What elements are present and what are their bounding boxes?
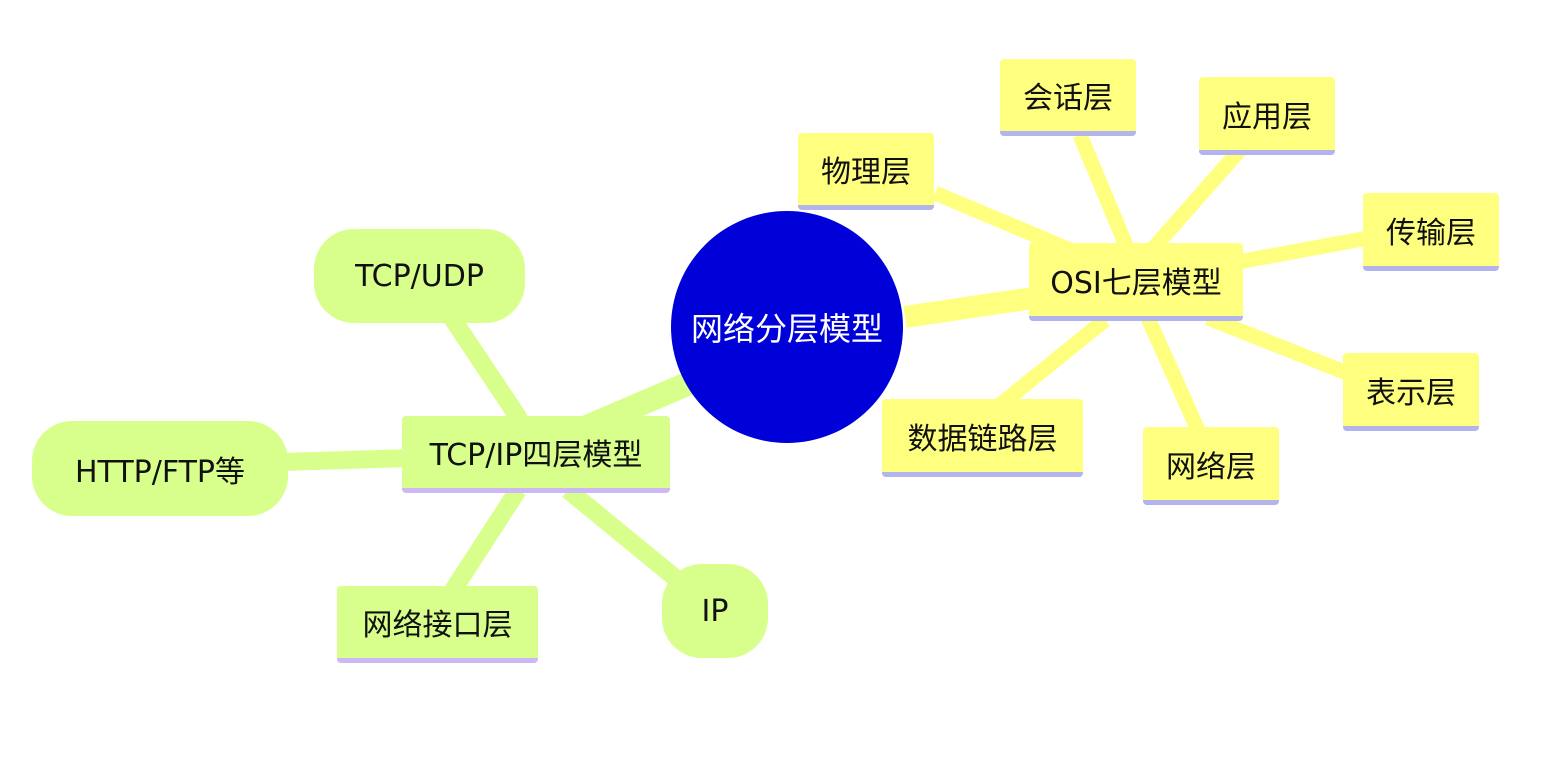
edge-tcpip-to-tcpip-internet (562, 483, 696, 597)
node-osi-physical[interactable]: 物理层 (798, 133, 934, 210)
node-osi[interactable]: OSI七层模型 (1029, 243, 1243, 321)
node-osi-network[interactable]: 网络层 (1143, 427, 1279, 505)
node-label-root: 网络分层模型 (690, 310, 883, 348)
node-label-osi-network: 网络层 (1166, 449, 1256, 485)
edge-osi-to-osi-application (1144, 145, 1246, 257)
node-tcpip-application[interactable]: HTTP/FTP等 (32, 421, 288, 516)
node-tcpip[interactable]: TCP/IP四层模型 (402, 416, 670, 493)
edge-osi-to-osi-session (1073, 132, 1135, 253)
node-osi-datalink[interactable]: 数据链路层 (882, 399, 1083, 477)
edge-osi-to-osi-presentation (1205, 311, 1355, 382)
edge-osi-to-osi-network (1141, 314, 1205, 434)
node-osi-presentation[interactable]: 表示层 (1343, 353, 1479, 431)
node-label-osi: OSI七层模型 (1050, 265, 1222, 301)
node-label-tcpip-link: 网络接口层 (362, 608, 513, 643)
node-osi-application[interactable]: 应用层 (1199, 77, 1335, 155)
node-label-osi-physical: 物理层 (821, 155, 911, 190)
node-label-osi-presentation: 表示层 (1366, 375, 1456, 411)
node-label-tcpip-internet: IP (701, 593, 729, 629)
node-label-osi-session: 会话层 (1023, 81, 1113, 116)
node-label-tcpip: TCP/IP四层模型 (429, 438, 643, 473)
edge-osi-to-osi-transport (1236, 230, 1370, 270)
node-osi-session[interactable]: 会话层 (1000, 59, 1136, 136)
node-label-osi-application: 应用层 (1222, 99, 1312, 135)
node-label-osi-transport: 传输层 (1386, 215, 1476, 251)
edge-tcpip-to-tcpip-link (442, 485, 526, 600)
node-tcpip-link[interactable]: 网络接口层 (337, 586, 538, 663)
node-root[interactable]: 网络分层模型 (671, 211, 903, 443)
node-tcpip-internet[interactable]: IP (662, 564, 768, 658)
edge-tcpip-to-tcpip-transport (444, 313, 528, 425)
node-tcpip-transport[interactable]: TCP/UDP (314, 229, 525, 323)
node-label-tcpip-application: HTTP/FTP等 (74, 454, 246, 490)
edge-osi-to-osi-physical (932, 186, 1073, 257)
edge-tcpip-to-tcpip-application (281, 449, 411, 471)
node-osi-transport[interactable]: 传输层 (1363, 193, 1499, 271)
edge-osi-to-osi-datalink (995, 314, 1110, 411)
node-label-osi-datalink: 数据链路层 (907, 421, 1058, 457)
edge-root-to-osi (903, 286, 1042, 328)
node-label-tcpip-transport: TCP/UDP (355, 258, 484, 294)
